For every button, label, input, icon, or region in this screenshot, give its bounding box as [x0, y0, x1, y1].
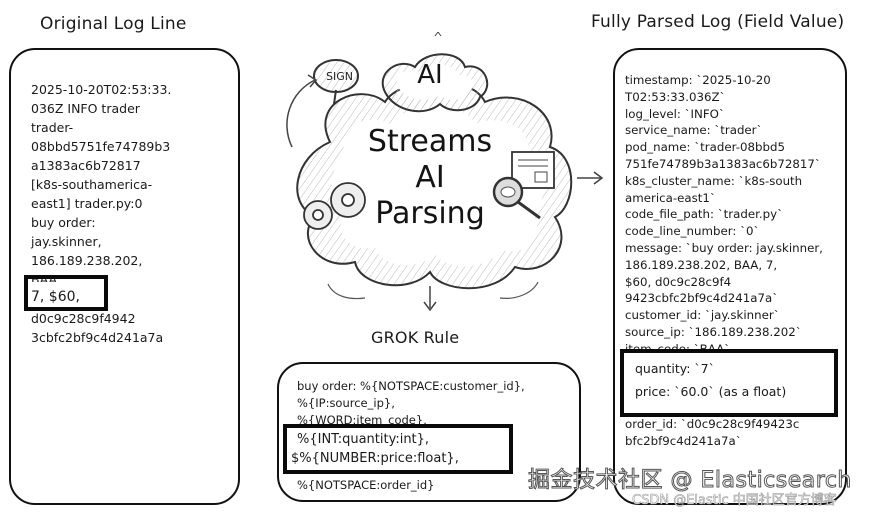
- watermark-primary: 掘金技术社区 @ Elasticsearch: [528, 468, 852, 494]
- parsed-log-title: Fully Parsed Log (Field Value): [591, 12, 845, 32]
- field-line: source_ip: `186.189.238.202`: [625, 324, 802, 339]
- original-log-text: 2025-10-20T02:53:33. 036Z INFO trader tr…: [31, 80, 171, 347]
- grok-line: %{WORD:item_code},: [297, 413, 427, 425]
- field-line: $60, d0c9c28c9f4: [625, 274, 732, 289]
- highlighted-value: 7, $60,: [31, 289, 80, 305]
- cloud-illustration: SIGN: [286, 31, 573, 312]
- magnifier-icon: [492, 176, 541, 220]
- log-line: 036Z INFO trader: [31, 101, 140, 116]
- grok-rule-title: GROK Rule: [371, 328, 460, 347]
- right-arrow-icon: [577, 171, 604, 185]
- grok-line: %{INT:quantity:int},: [297, 432, 430, 447]
- field-line: log_level: `INFO`: [625, 106, 725, 121]
- field-line: bfc2bf9c4d241a7a`: [625, 434, 742, 449]
- grok-line: buy order: %{NOTSPACE:customer_id},: [297, 379, 525, 393]
- field-line: 751fe74789b3a1383ac6b72817`: [625, 156, 821, 171]
- grok-highlight: [283, 424, 513, 474]
- gears-icon: [303, 182, 366, 230]
- ai-parsing-cloud: SIGN AI Streams AI Parsing: [270, 31, 590, 322]
- grok-rule-box: buy order: %{NOTSPACE:customer_id}, %{IP…: [277, 362, 581, 502]
- cloud-title-line-2: AI: [415, 160, 445, 195]
- log-line: a1383ac6b72817: [31, 158, 141, 173]
- cloud-title-line-3: Parsing: [375, 196, 485, 231]
- log-line: trader-: [31, 120, 74, 135]
- field-line-highlighted: price: `60.0` (as a float): [635, 383, 787, 399]
- grok-rule-text: buy order: %{NOTSPACE:customer_id}, %{IP…: [291, 378, 525, 494]
- field-line: T02:53:33.036Z`: [625, 89, 726, 104]
- field-line-highlighted: quantity: `7`: [635, 360, 715, 376]
- watermark-secondary: CSDN @Elastic 中国社区官方博客: [632, 493, 837, 509]
- log-line: buy order:: [31, 215, 96, 230]
- field-line: america-east1`: [625, 190, 716, 205]
- parsed-highlight: [620, 349, 838, 417]
- field-line: code_file_path: `trader.py`: [625, 207, 783, 222]
- cloud-title-line-1: Streams: [367, 124, 493, 159]
- field-line: message: `buy order: jay.skinner,: [625, 240, 823, 255]
- log-line: d0c9c28c9f4942: [31, 311, 136, 326]
- parsed-log-text: timestamp: `2025-10-20 T02:53:33.036Z` l…: [625, 72, 823, 450]
- field-line: order_id: `d0c9c28c9f49423c: [625, 417, 800, 432]
- field-line: 9423cbfc2bf9c4d241a7a`: [625, 291, 779, 306]
- original-log-title: Original Log Line: [40, 14, 187, 34]
- log-line: 2025-10-20T02:53:33.: [31, 82, 172, 97]
- brain-label: SIGN: [326, 70, 353, 83]
- field-line: service_name: `trader`: [625, 123, 763, 138]
- quantity-price-highlight: [24, 275, 108, 311]
- grok-line: %{IP:source_ip},: [297, 396, 395, 410]
- field-line: item_code: `BAA`: [625, 341, 731, 351]
- log-line: 3cbfc2bf9c4d241a7a: [31, 330, 164, 345]
- log-line: jay.skinner,: [31, 234, 102, 249]
- log-line: 186.189.238.202,: [31, 253, 143, 268]
- parsed-log-box: timestamp: `2025-10-20 T02:53:33.036Z` l…: [613, 48, 847, 505]
- brain-icon: SIGN: [313, 59, 359, 105]
- grok-line: %{NOTSPACE:order_id}: [297, 478, 435, 492]
- original-log-box: 2025-10-20T02:53:33. 036Z INFO trader tr…: [9, 48, 240, 505]
- field-line: pod_name: `trader-08bbd5: [625, 140, 785, 155]
- log-line: [k8s-southamerica-: [31, 177, 153, 192]
- field-line: code_line_number: `0`: [625, 224, 760, 239]
- field-line: 186.189.238.202, BAA, 7,: [625, 257, 778, 272]
- log-line: 08bbd5751fe74789b3: [31, 139, 171, 154]
- log-line: east1] trader.py:0: [31, 196, 143, 211]
- cloud-top-label: AI: [417, 60, 443, 90]
- grok-line: $%{NUMBER:price:float},: [291, 451, 459, 466]
- field-line: timestamp: `2025-10-20: [625, 73, 771, 87]
- cycle-arrow-left: [286, 79, 316, 148]
- field-line: customer_id: `jay.skinner`: [625, 308, 780, 323]
- field-line: k8s_cluster_name: `k8s-south: [625, 173, 803, 188]
